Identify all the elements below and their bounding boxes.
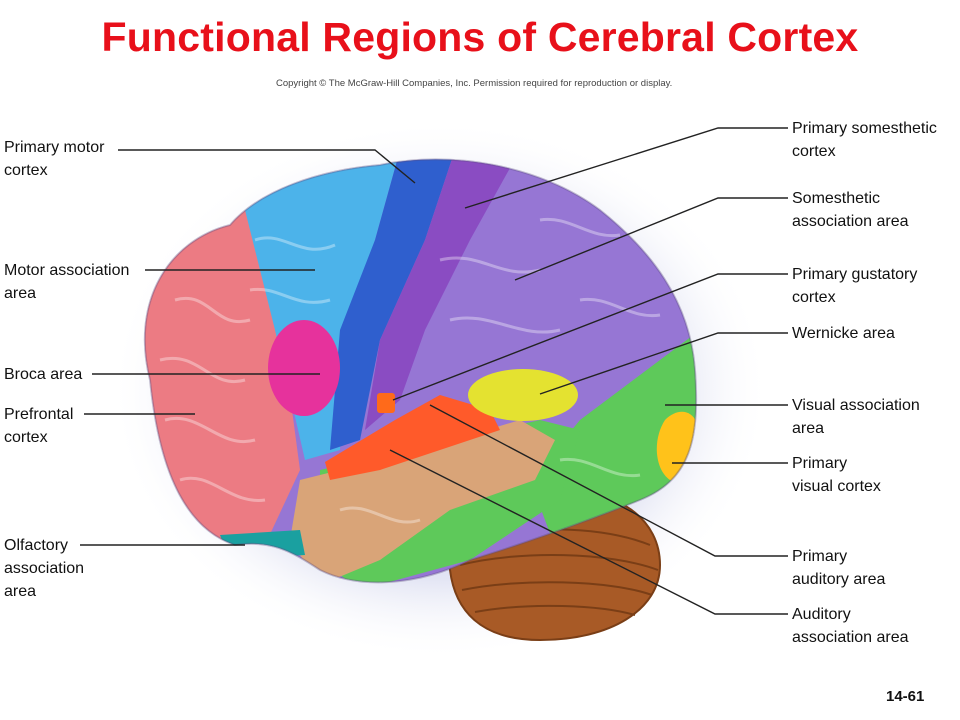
leader-line-auditory-association xyxy=(389,449,788,615)
label-primary-motor-cortex: Primary motor cortex xyxy=(4,139,105,179)
label-primary-visual-cortex: Primary visual cortex xyxy=(792,455,881,495)
label-auditory-association-area: Auditory association area xyxy=(792,606,909,646)
region-motor-association-area xyxy=(230,159,400,460)
label-wernicke-area: Wernicke area xyxy=(792,325,895,342)
leader-line-somesthetic-association xyxy=(514,197,788,281)
label-primary-somesthetic-cortex: Primary somesthetic cortex xyxy=(792,120,937,160)
region-primary-gustatory-cortex xyxy=(377,393,395,413)
label-visual-association-area: Visual association area xyxy=(792,397,920,437)
label-motor-association-area: Motor association area xyxy=(4,262,130,302)
copyright-notice: Copyright © The McGraw-Hill Companies, I… xyxy=(276,78,673,89)
slide-number: 14-61 xyxy=(886,688,925,705)
region-primary-auditory-area xyxy=(325,395,500,480)
label-somesthetic-association-area: Somesthetic association area xyxy=(792,190,909,230)
region-broca-area xyxy=(268,320,340,416)
region-primary-motor-cortex xyxy=(330,159,455,450)
gyri-texture xyxy=(159,217,661,524)
label-prefrontal-cortex: Prefrontal cortex xyxy=(4,406,74,446)
leader-line-primary-auditory xyxy=(429,404,788,557)
region-auditory-association-area xyxy=(290,420,555,583)
label-primary-auditory-area: Primary auditory area xyxy=(792,548,886,588)
leader-line-primary-somesthetic xyxy=(464,127,788,209)
label-primary-gustatory-cortex: Primary gustatory cortex xyxy=(792,266,918,306)
region-wernicke-area xyxy=(468,369,578,421)
page-title: Functional Regions of Cerebral Cortex xyxy=(101,14,859,60)
region-primary-somesthetic-cortex xyxy=(365,159,520,430)
leader-line-primary-gustatory xyxy=(392,273,788,401)
leader-line-primary-motor xyxy=(118,149,416,184)
label-olfactory-association-area: Olfactory association area xyxy=(4,537,85,600)
brain-outline xyxy=(143,158,698,584)
label-broca-area: Broca area xyxy=(4,366,83,383)
leader-line-wernicke xyxy=(539,332,788,395)
